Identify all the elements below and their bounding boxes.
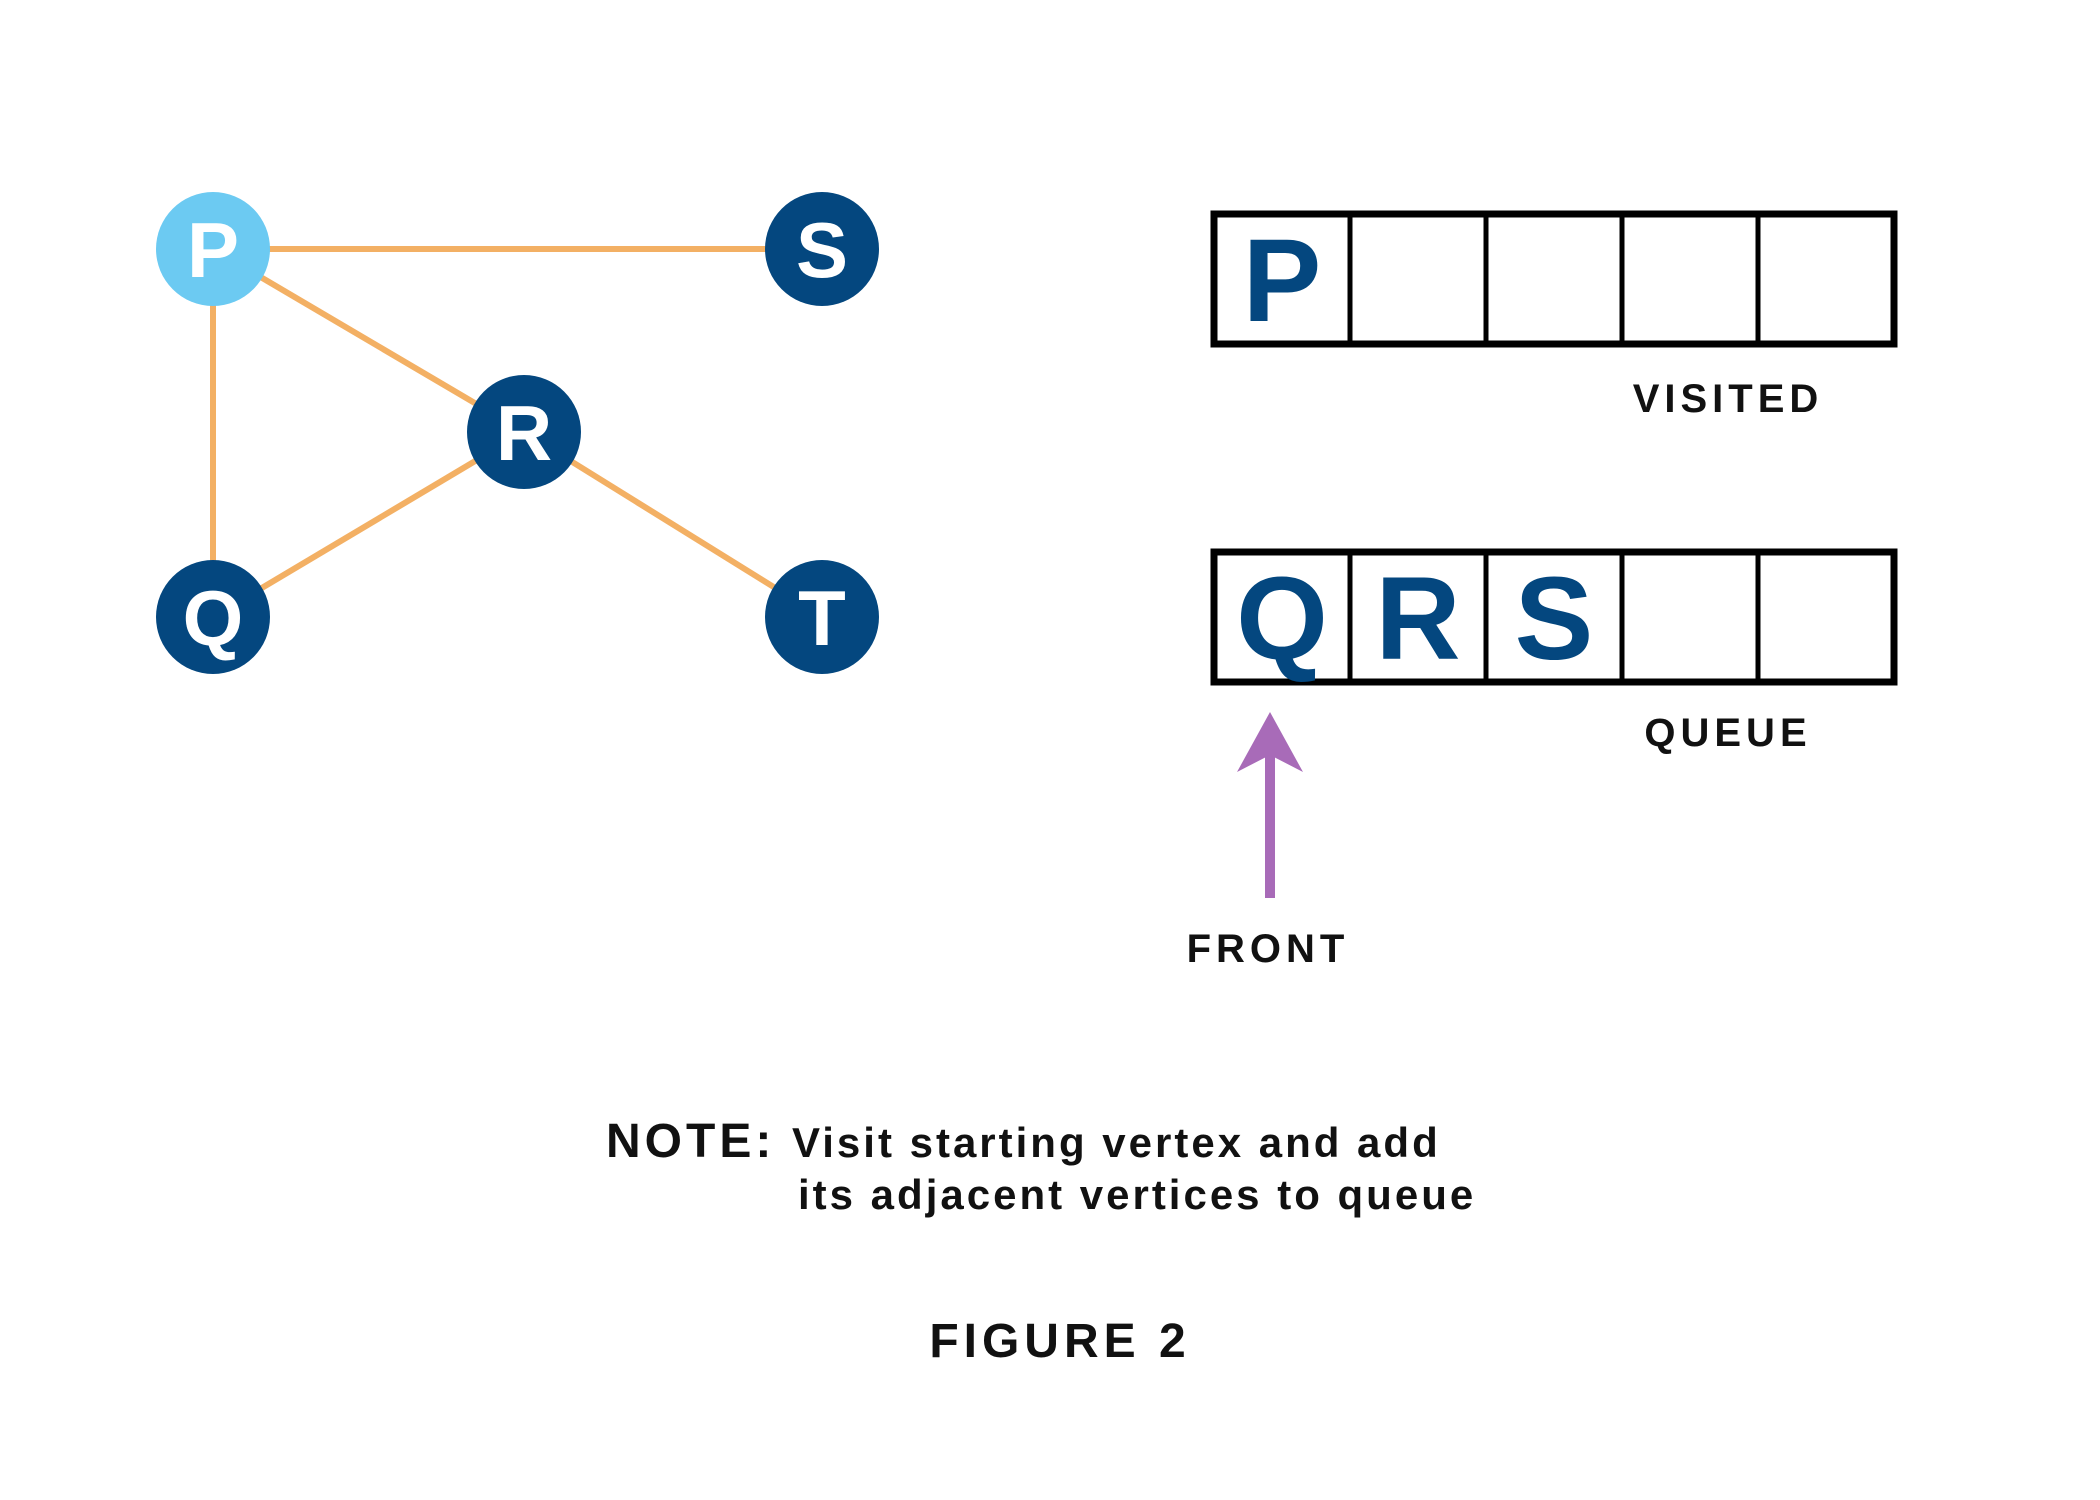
graph-node-circle <box>765 560 879 674</box>
queue-cell-0: Q <box>1236 553 1328 685</box>
figure-title: FIGURE 2 <box>929 1315 1190 1368</box>
graph-node-label: Q <box>183 574 244 662</box>
graph-edge-r-q <box>211 429 526 620</box>
queue-cell-2: S <box>1515 553 1594 685</box>
graph-edge-r-t <box>522 429 824 620</box>
graph-node-label: S <box>796 206 848 294</box>
graph-node-t: T <box>765 560 879 674</box>
note-title: NOTE: <box>606 1115 775 1168</box>
visited-array: P <box>1210 210 1898 348</box>
queue-label: QUEUE <box>1644 711 1811 755</box>
graph-node-circle <box>156 192 270 306</box>
graph-node-p: P <box>156 192 270 306</box>
graph-edges <box>210 246 824 620</box>
graph-node-label: R <box>496 389 552 477</box>
graph-nodes: P S R Q T <box>156 192 879 674</box>
graph-node-circle <box>156 560 270 674</box>
graph-node-s: S <box>765 192 879 306</box>
visited-frame <box>1210 210 1898 348</box>
graph-node-label: P <box>187 206 239 294</box>
graph-node-circle <box>765 192 879 306</box>
front-arrow-icon <box>1237 712 1303 898</box>
queue-cell-1: R <box>1375 553 1460 685</box>
note-line-1: Visit starting vertex and add <box>792 1119 1441 1166</box>
graph-node-circle <box>467 375 581 489</box>
note-line-2: its adjacent vertices to queue <box>798 1171 1476 1218</box>
front-label: FRONT <box>1187 927 1350 971</box>
visited-cell-0: P <box>1243 215 1322 347</box>
graph-node-label: T <box>798 574 846 662</box>
graph-node-r: R <box>467 375 581 489</box>
graph-edge-p-r <box>211 246 526 435</box>
graph-node-q: Q <box>156 560 270 674</box>
queue-frame <box>1210 548 1898 686</box>
visited-label: VISITED <box>1633 377 1824 421</box>
